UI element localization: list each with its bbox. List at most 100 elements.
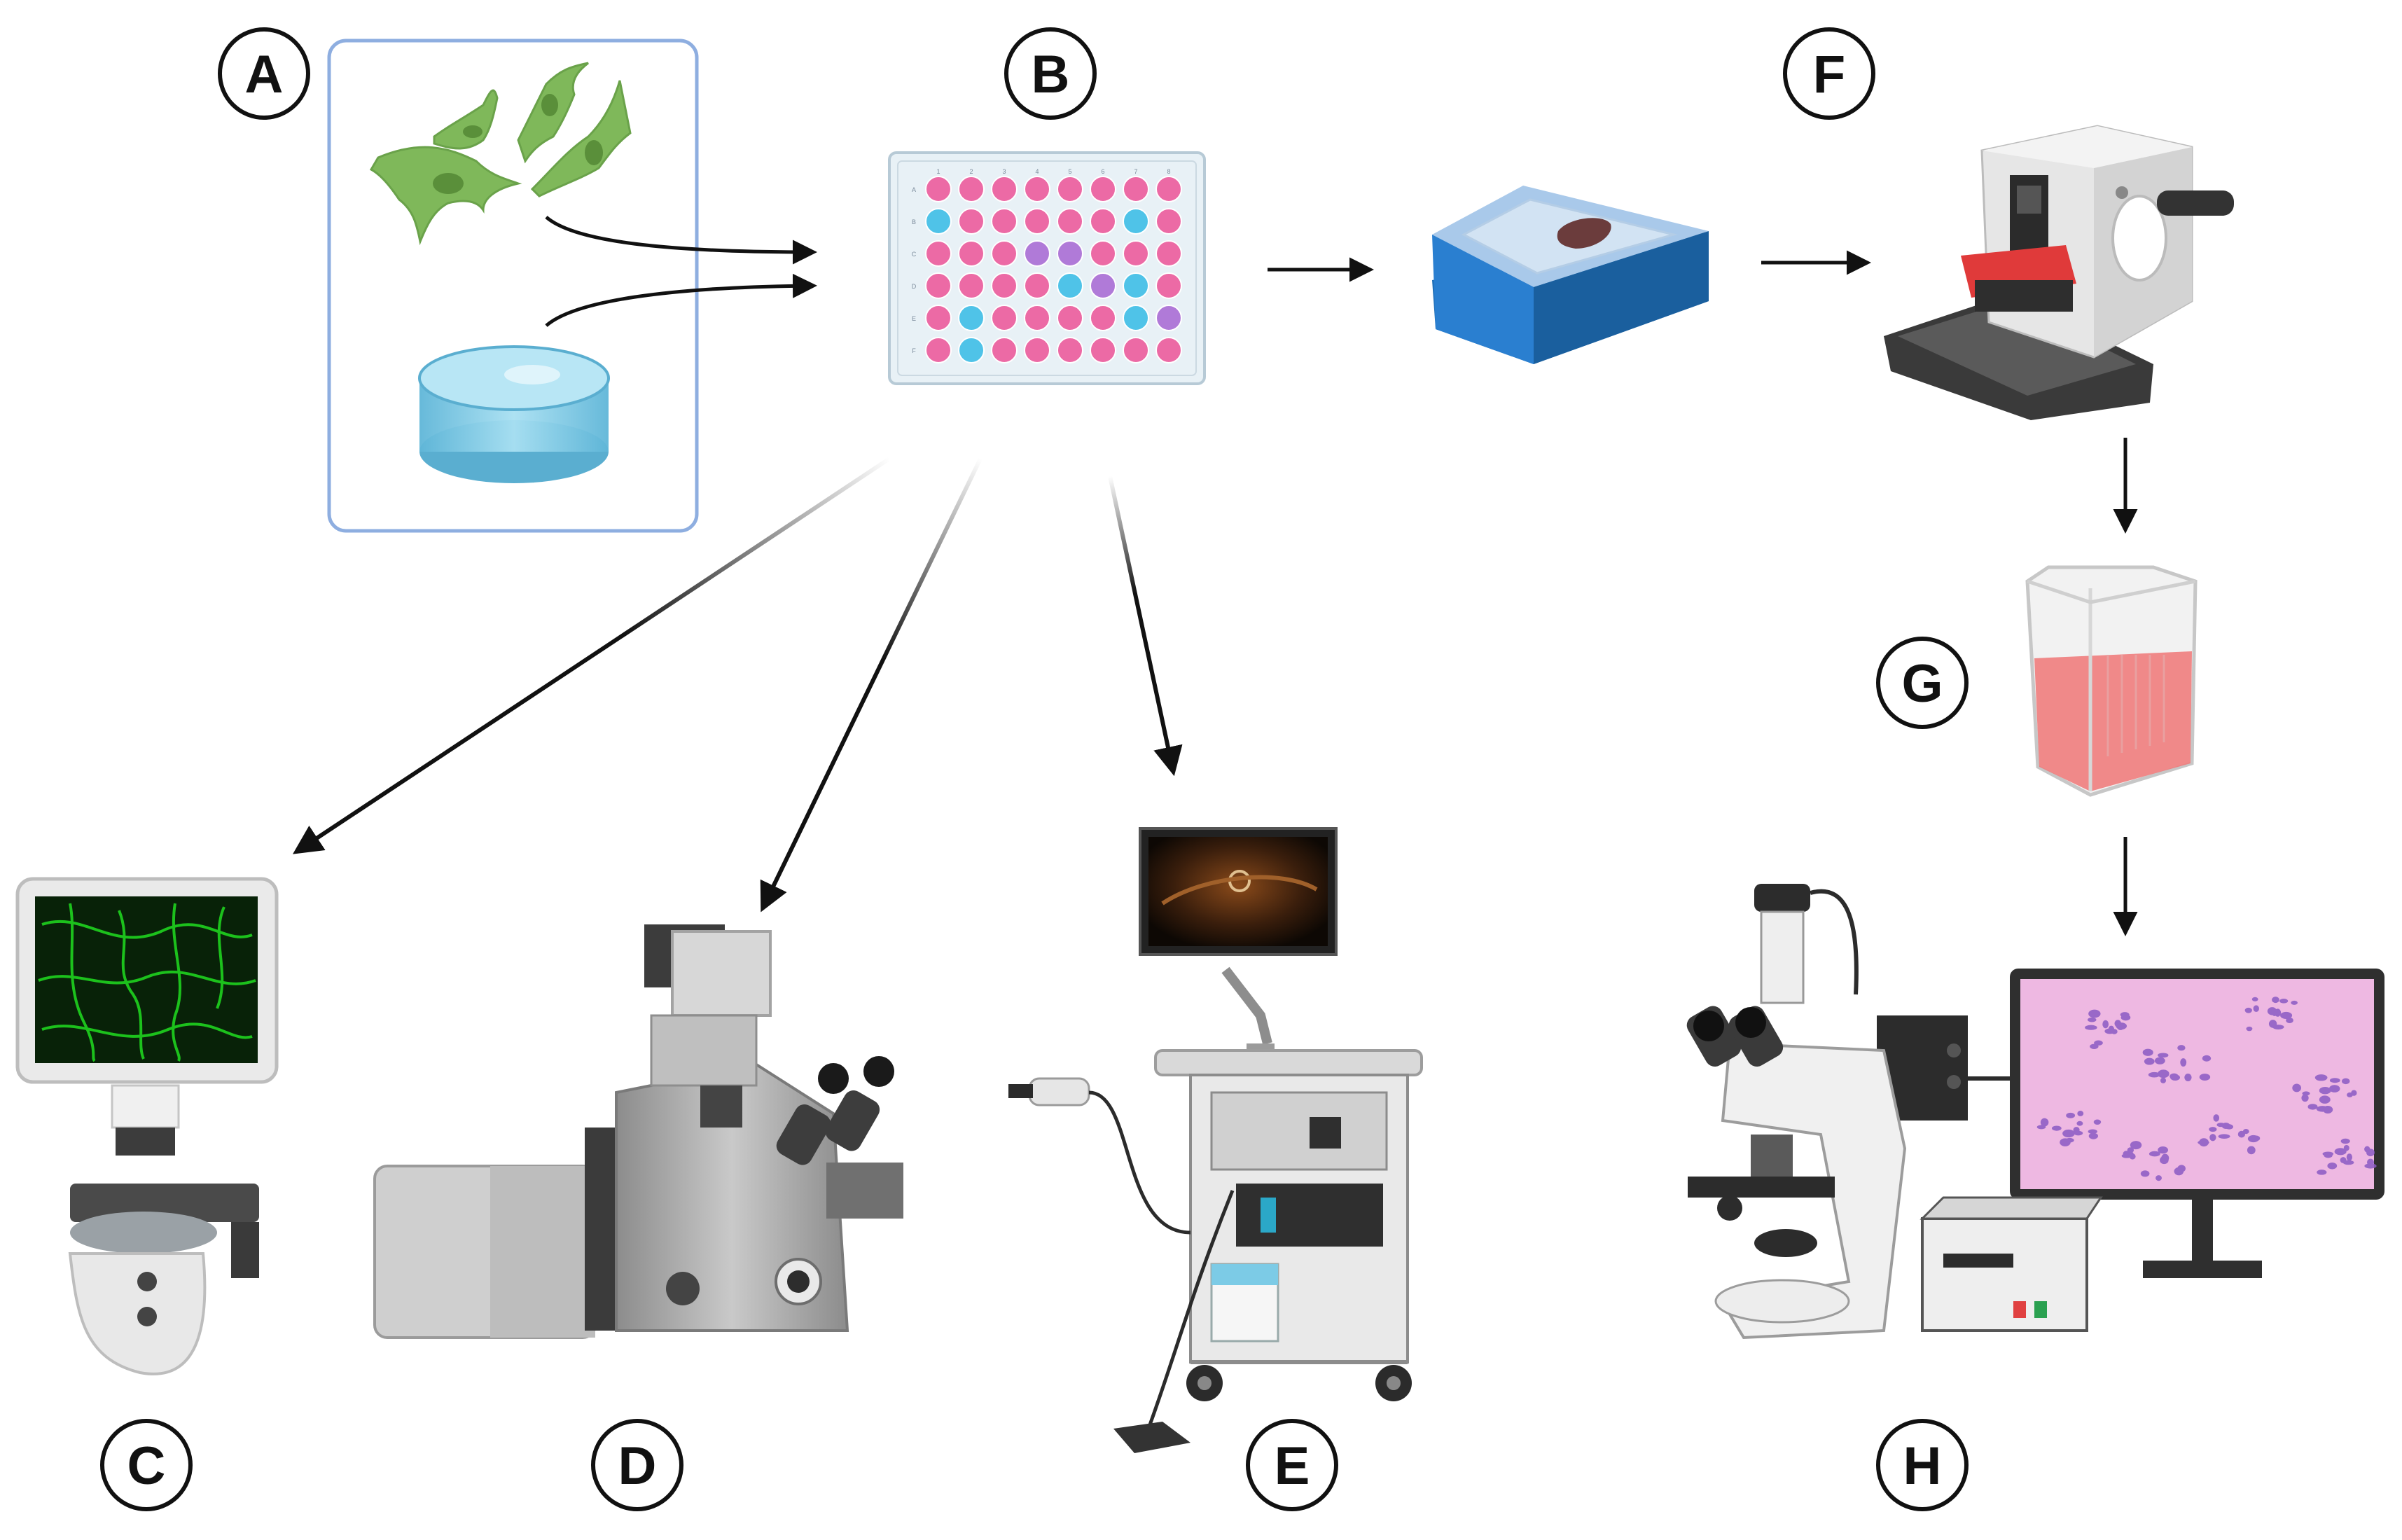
nucleus-dot [2301, 1094, 2309, 1102]
nucleus-dot [2244, 1007, 2252, 1013]
plate-to-c-arrow [292, 457, 891, 854]
nucleus-dot [2209, 1127, 2217, 1132]
plate-well [1123, 305, 1149, 331]
nucleus-dot [2088, 1009, 2101, 1018]
plate-well [1123, 337, 1149, 363]
label-h: H [1903, 1436, 1942, 1496]
nucleus-dot [2148, 1151, 2160, 1157]
nucleus-dot [2347, 1092, 2353, 1097]
nucleus-dot [2158, 1146, 2169, 1154]
nucleus-dot [2087, 1017, 2097, 1022]
plate-well [1090, 208, 1116, 235]
plate-well [1090, 272, 1116, 299]
label-e: E [1275, 1436, 1310, 1496]
nucleus-dot [2291, 1000, 2298, 1005]
nucleus-dot [2094, 1040, 2103, 1046]
panel-a [327, 39, 817, 533]
nucleus-dot [2148, 1071, 2160, 1078]
plate-well [1057, 240, 1083, 267]
cells-to-plate-arrow [545, 216, 817, 265]
plate-well [958, 337, 985, 363]
plate-well [958, 208, 985, 235]
badge-f: F [1783, 27, 1875, 120]
nucleus-dot [2292, 1083, 2301, 1092]
badge-b: B [1004, 27, 1097, 120]
plate-well [1123, 208, 1149, 235]
nucleus-dot [2202, 1055, 2212, 1062]
nucleus-dot [2322, 1106, 2333, 1114]
nucleus-dot [2177, 1045, 2186, 1051]
nucleus-dot [2062, 1129, 2075, 1138]
nucleus-dot [2274, 1008, 2282, 1017]
plate-well [1155, 337, 1182, 363]
badge-d: D [591, 1419, 683, 1511]
nucleus-dot [2225, 1124, 2234, 1130]
nucleus-dot [2346, 1153, 2352, 1161]
plate-well [1155, 272, 1182, 299]
plate-well [991, 208, 1018, 235]
nucleus-dot [2177, 1165, 2186, 1172]
plate-well [1057, 176, 1083, 202]
plate-column-label: 5 [1068, 168, 1071, 175]
nucleus-dot [2199, 1138, 2209, 1147]
nucleus-dot [2328, 1085, 2340, 1092]
plate-well [958, 240, 985, 267]
badge-a: A [218, 27, 310, 120]
nucleus-dot [2076, 1121, 2083, 1126]
nucleus-dot [2341, 1078, 2350, 1085]
nucleus-dot [2158, 1053, 2169, 1058]
nucleus-dot [2088, 1129, 2098, 1134]
plate-column-label: 2 [969, 168, 973, 175]
digital-microscope-icon [15, 877, 279, 1375]
cells-icon [369, 62, 632, 246]
badge-c: C [100, 1419, 193, 1511]
nucleus-dot [2065, 1137, 2074, 1143]
scaffold-icon [418, 345, 610, 483]
nucleus-dot [2040, 1118, 2049, 1127]
histology-monitor-screen [2020, 979, 2374, 1189]
histology-microscope-setup-icon [1686, 884, 2384, 1340]
nucleus-dot [2129, 1153, 2136, 1160]
plate-well [1024, 337, 1050, 363]
plate-well [1024, 272, 1050, 299]
embedding-block-icon [1432, 186, 1709, 364]
nucleus-dot [2329, 1078, 2340, 1083]
staining-jar-icon [2025, 565, 2198, 797]
nucleus-dot [2155, 1175, 2162, 1181]
plate-row-label: B [912, 218, 916, 226]
nucleus-dot [2253, 1005, 2259, 1013]
nucleus-dot [2127, 1147, 2134, 1153]
badge-h: H [1876, 1419, 1969, 1511]
nucleus-dot [2251, 1135, 2261, 1142]
plate-well [958, 305, 985, 331]
nucleus-dot [2307, 1104, 2318, 1110]
nucleus-dot [2272, 997, 2279, 1004]
plate-row-label: D [912, 283, 917, 290]
nucleus-dot [2246, 1026, 2253, 1032]
nucleus-dot [2209, 1134, 2216, 1142]
nucleus-dot [2142, 1048, 2153, 1056]
badge-e: E [1246, 1419, 1338, 1511]
plate-well [925, 208, 952, 235]
label-d: D [618, 1436, 657, 1496]
nucleus-dot [2158, 1069, 2170, 1078]
nucleus-dot [2180, 1058, 2187, 1067]
plate-column-label: 7 [1134, 168, 1137, 175]
plate-well [1057, 337, 1083, 363]
plate-well [1123, 272, 1149, 299]
plate-well [1090, 305, 1116, 331]
plate-well [1024, 208, 1050, 235]
plate-well [1155, 240, 1182, 267]
plate-well [925, 337, 952, 363]
plate-row-label: F [912, 347, 916, 354]
plate-row-label: E [912, 315, 916, 322]
nucleus-dot [2267, 1007, 2277, 1015]
plate-column-label: 8 [1167, 168, 1170, 175]
plate-well [1057, 272, 1083, 299]
plate-well [991, 337, 1018, 363]
plate-column-label: 1 [936, 168, 940, 175]
nucleus-dot [2317, 1170, 2327, 1175]
nucleus-dot [2366, 1149, 2375, 1157]
